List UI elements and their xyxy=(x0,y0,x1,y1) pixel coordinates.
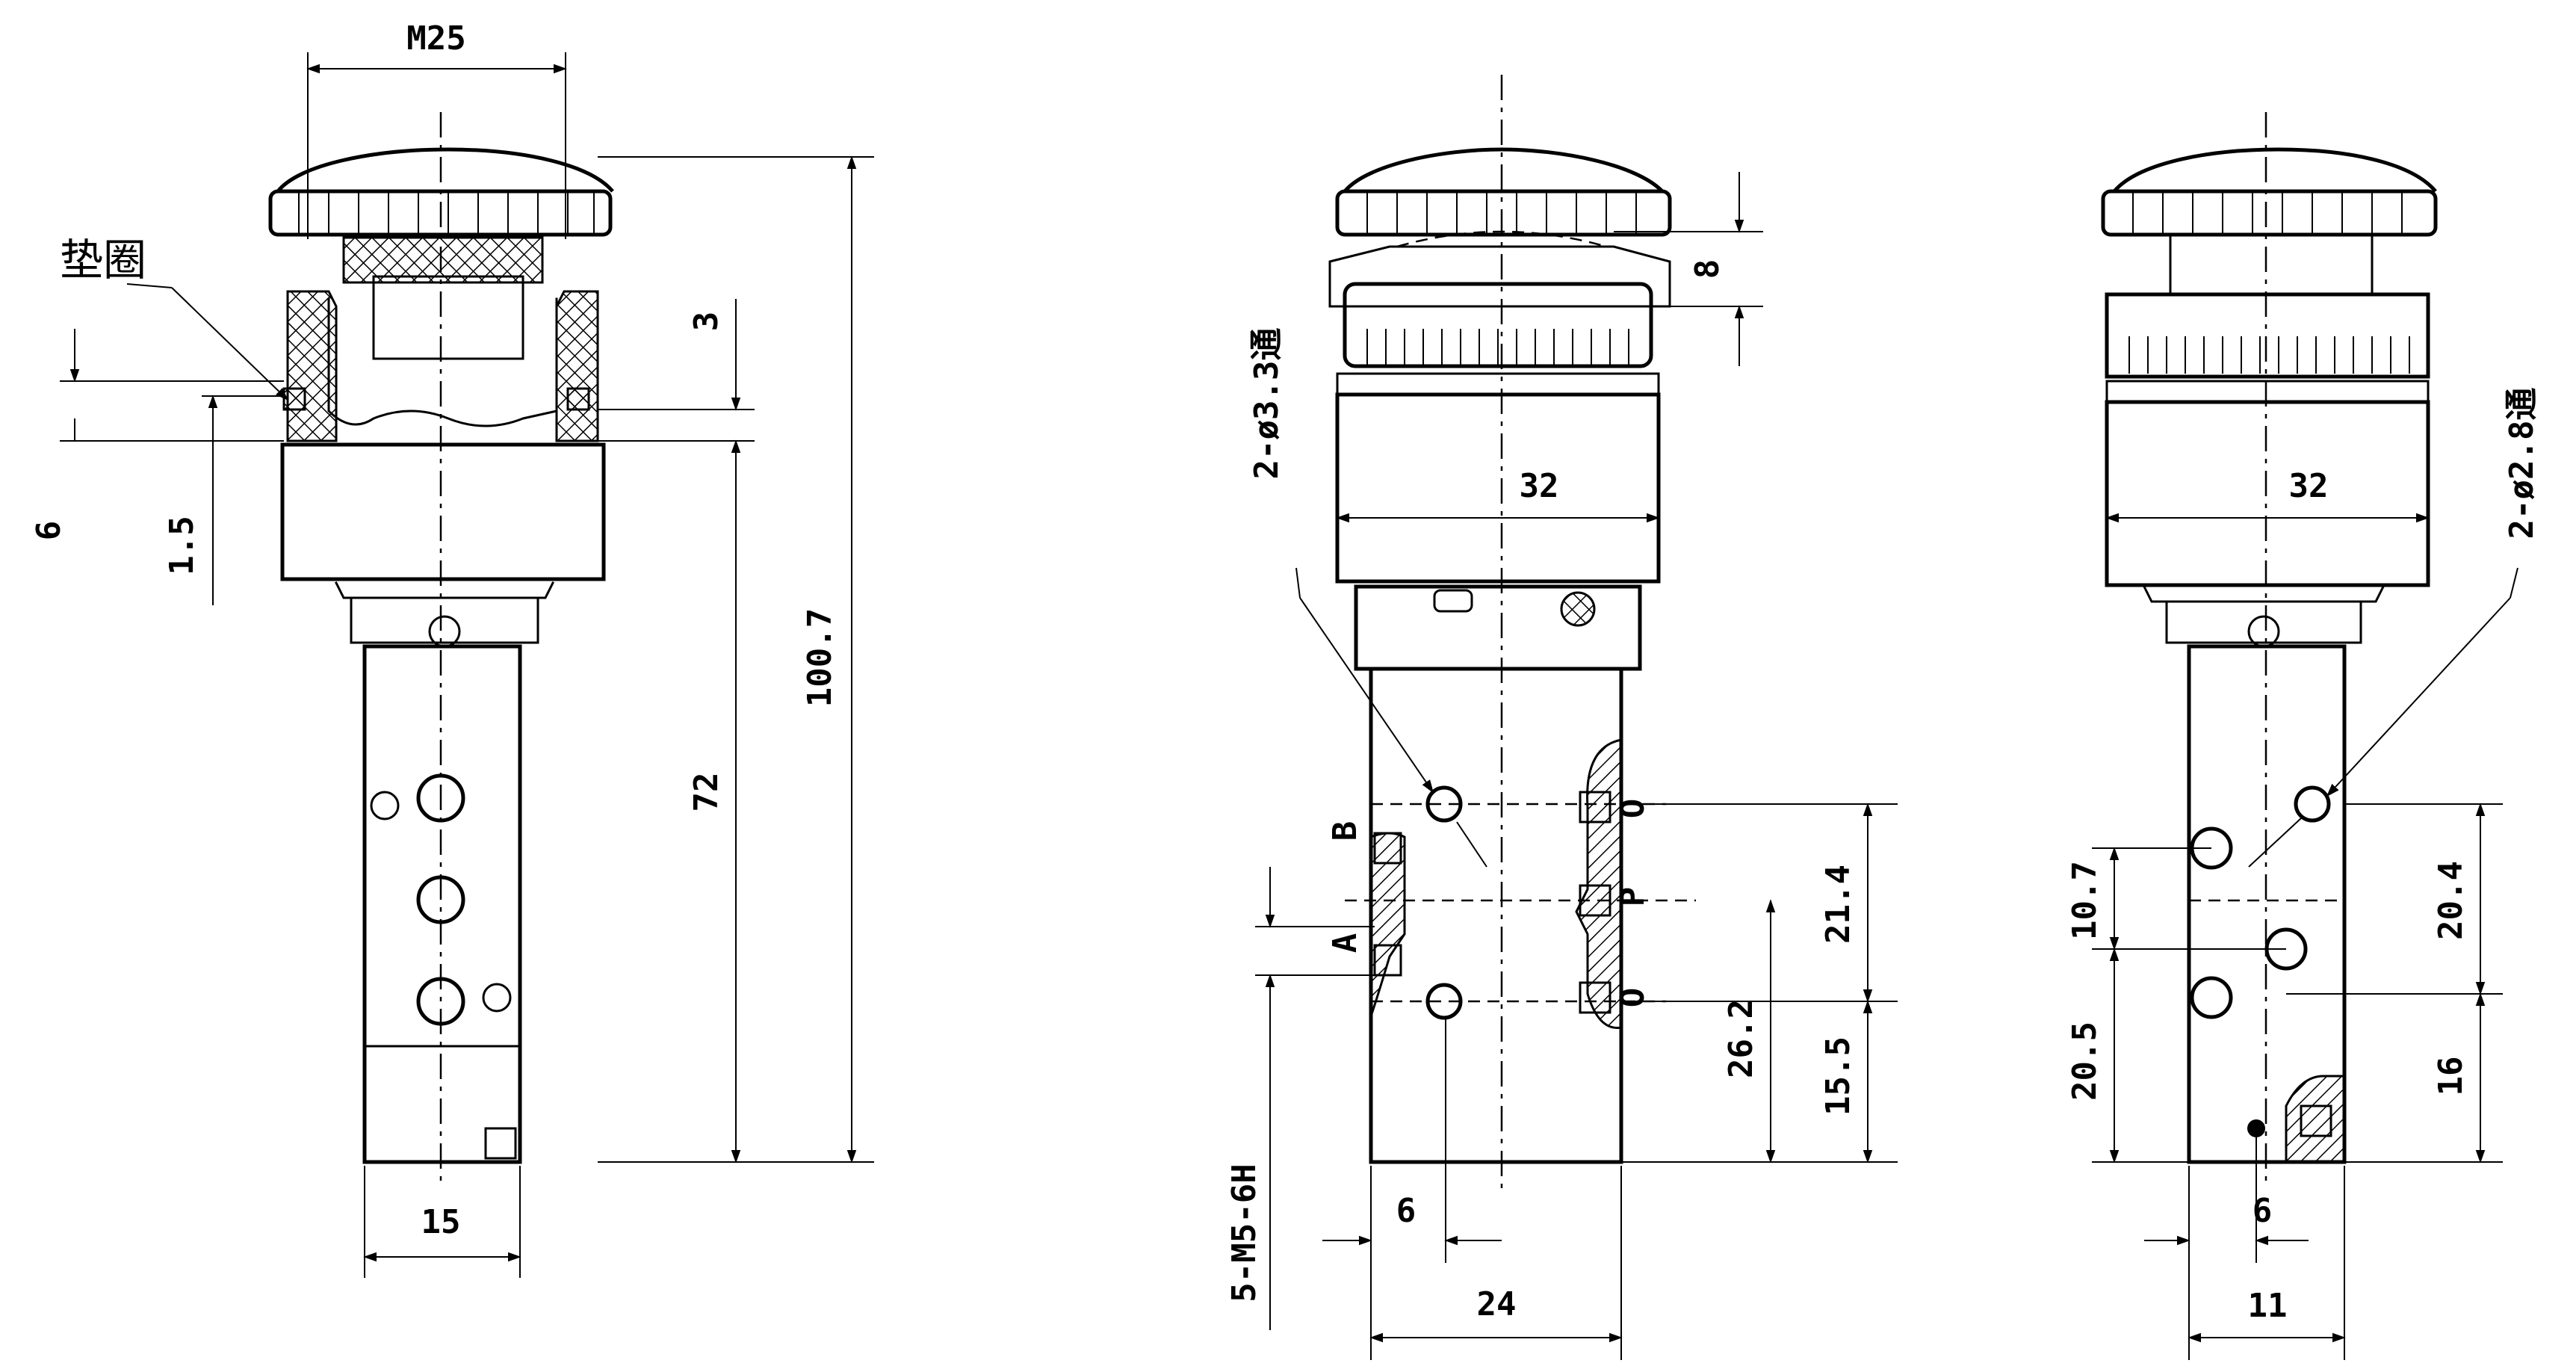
dim-mid-6: 6 xyxy=(1396,1192,1417,1230)
right-view xyxy=(2092,112,2518,1360)
dim-left-72: 72 xyxy=(687,773,725,812)
dim-mid-8: 8 xyxy=(1688,259,1727,279)
dim-right-6: 6 xyxy=(2253,1192,2273,1230)
dim-mid-26-2: 26.2 xyxy=(1722,999,1760,1078)
dim-mid-32: 32 xyxy=(1520,467,1559,505)
dim-m25: M25 xyxy=(406,19,465,58)
dim-mid-21-4: 21.4 xyxy=(1819,865,1857,944)
dim-left-15: 15 xyxy=(421,1203,461,1241)
port-o-top-label: O xyxy=(1614,799,1652,819)
dim-mid-thread: 5-M5-6H xyxy=(1225,1164,1263,1302)
port-p-label: P xyxy=(1614,887,1652,907)
dim-left-1-5: 1.5 xyxy=(163,516,201,575)
left-view xyxy=(60,52,874,1278)
dim-right-hole: 2-ø2.8通 xyxy=(2503,388,2541,540)
dim-right-10-7: 10.7 xyxy=(2066,861,2104,940)
dim-right-32: 32 xyxy=(2289,467,2329,505)
port-b-label: B xyxy=(1326,821,1364,841)
middle-view xyxy=(1255,75,1898,1360)
dim-right-20-5: 20.5 xyxy=(2066,1022,2104,1101)
dim-right-16: 16 xyxy=(2432,1057,2470,1096)
dim-mid-15-5: 15.5 xyxy=(1819,1036,1857,1116)
dim-left-3: 3 xyxy=(687,312,725,332)
dim-left-6: 6 xyxy=(30,521,68,541)
port-a-label: A xyxy=(1326,933,1364,954)
labels: 垫圈 M25 6 1.5 3 100.7 72 15 8 2-ø3.3通 32 … xyxy=(30,19,2541,1325)
port-o-bot-label: O xyxy=(1614,988,1652,1008)
dim-mid-hole: 2-ø3.3通 xyxy=(1248,328,1286,480)
dim-mid-24: 24 xyxy=(1477,1285,1517,1323)
gasket-label: 垫圈 xyxy=(60,235,146,285)
dim-right-20-4: 20.4 xyxy=(2432,861,2470,940)
dim-right-11: 11 xyxy=(2248,1287,2288,1325)
dim-left-100-7: 100.7 xyxy=(801,608,839,707)
